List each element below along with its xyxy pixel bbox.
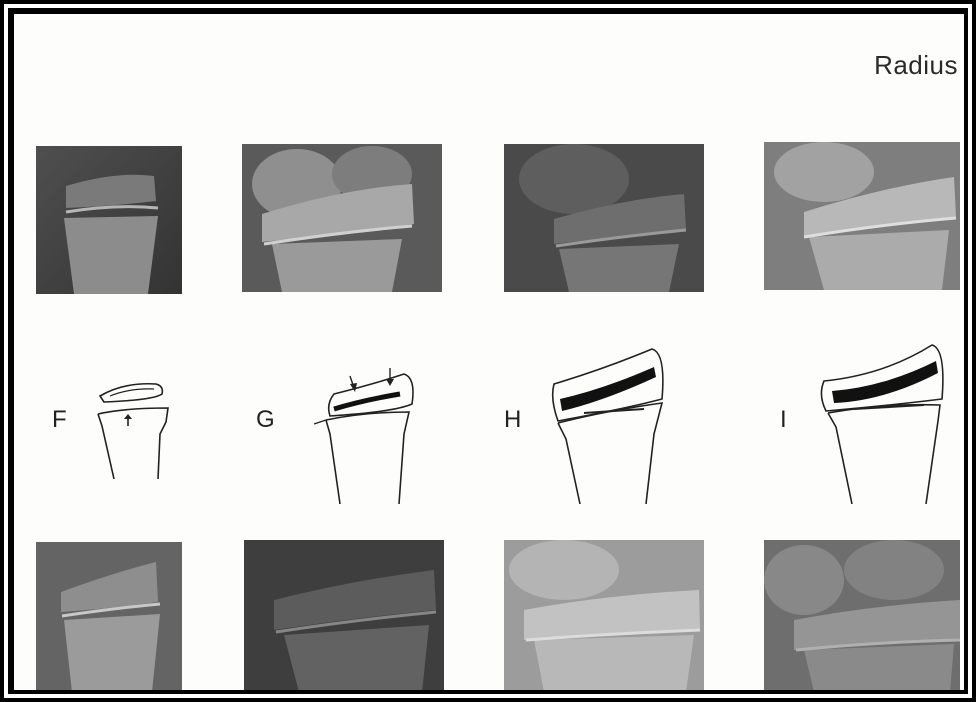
diagram-i [814,339,954,504]
xray-bottom-1 [36,542,182,690]
stage-label-g: G [256,406,275,434]
xray-top-2 [242,144,442,292]
up-arrow-icon [124,414,132,426]
xray-top-1 [36,146,182,294]
diagram-h [544,339,674,504]
xray-bottom-4 [764,540,960,690]
atlas-page: Radius [14,14,964,690]
stage-label-i: I [780,406,787,434]
stage-label-f: F [52,406,67,434]
diagram-f [94,364,174,484]
xray-top-4 [764,142,960,290]
xray-top-3 [504,144,704,292]
stage-label-h: H [504,406,521,434]
diagram-g [304,354,424,504]
page-title: Radius [874,50,958,81]
xray-bottom-2 [244,540,444,690]
xray-bottom-3 [504,540,704,690]
